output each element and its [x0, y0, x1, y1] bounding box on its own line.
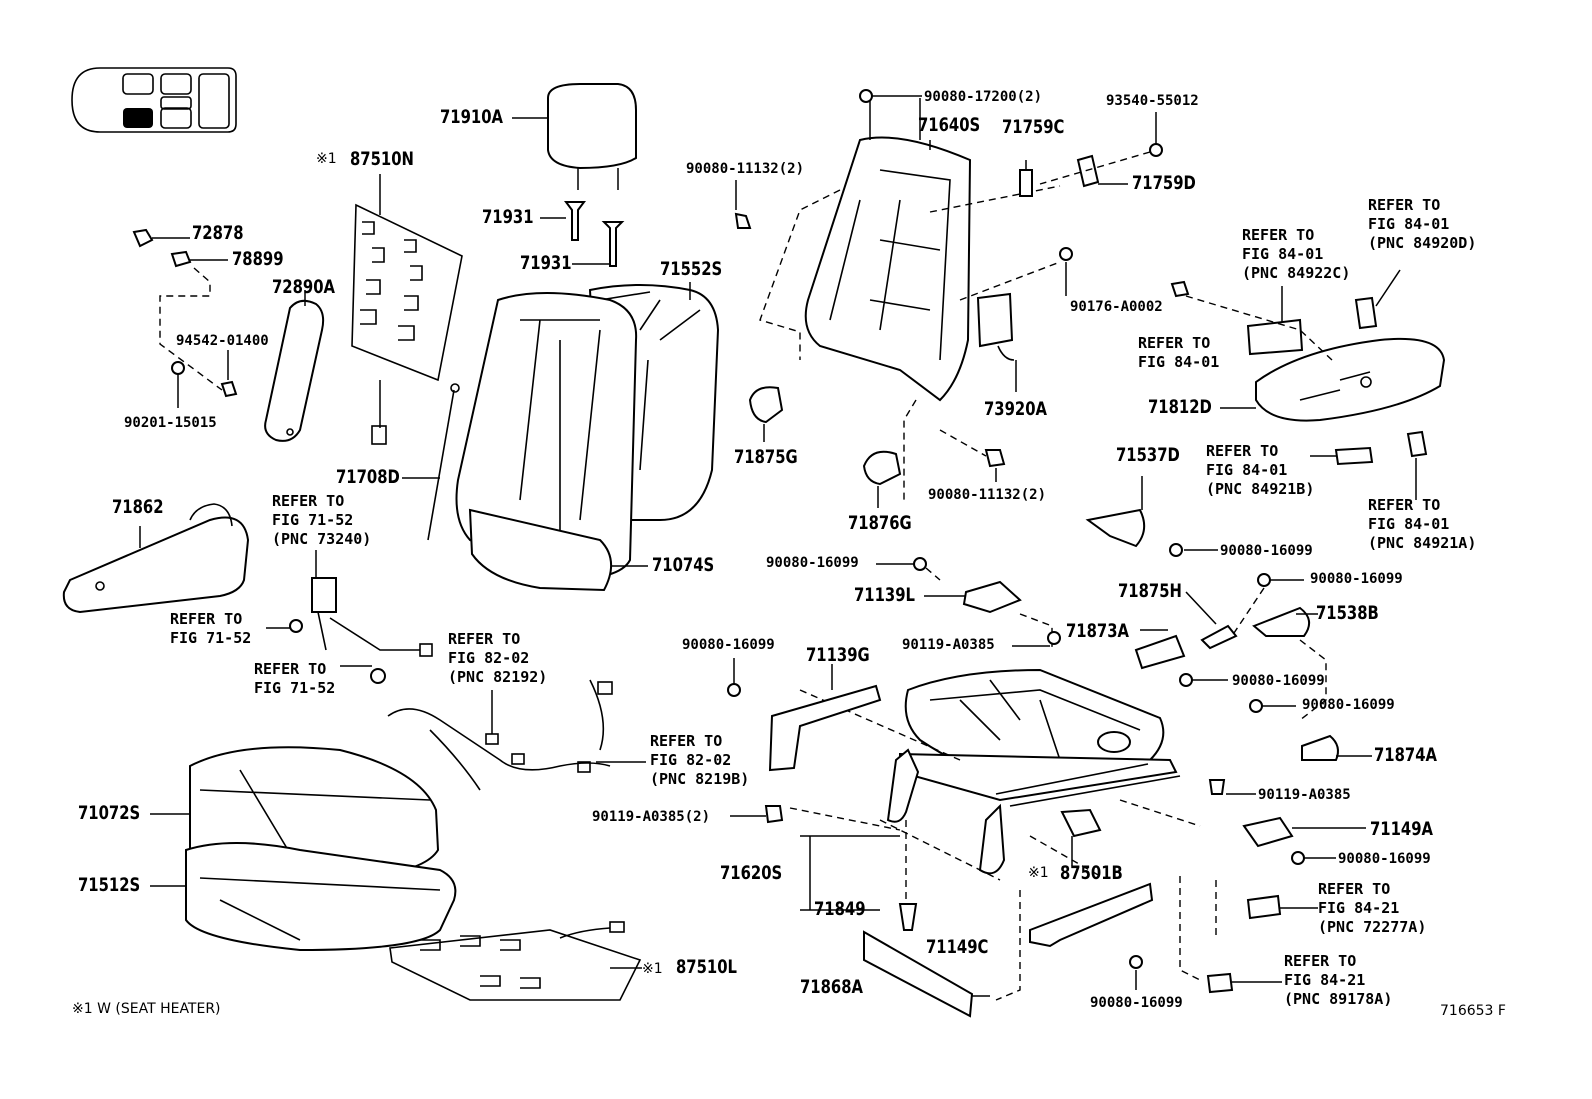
seat-sensor-part	[1060, 808, 1102, 866]
part-label-90119-A0385: 90119-A0385	[902, 637, 995, 653]
part-label-90080-16099: 90080-16099	[682, 637, 775, 653]
refer-to-fig-84-21: REFER TO FIG 84-21 (PNC 89178A)	[1284, 952, 1393, 1008]
armrest-part	[264, 290, 325, 442]
part-label-71876G: 71876G	[848, 512, 912, 534]
part-label-72890A: 72890A	[272, 276, 336, 298]
hinge-cover-part	[748, 386, 902, 508]
part-label-90080-16099: 90080-16099	[1220, 543, 1313, 559]
seat-heater-back-part	[351, 174, 463, 445]
refer-to-fig-84-01: REFER TO FIG 84-01 (PNC 84921A)	[1368, 496, 1477, 552]
refer-to-fig-84-01: REFER TO FIG 84-01 (PNC 84921B)	[1206, 442, 1315, 498]
part-label-71759D: 71759D	[1132, 172, 1196, 194]
refer-to-fig-84-21: REFER TO FIG 84-21 (PNC 72277A)	[1318, 880, 1427, 936]
part-label-87501B: 87501B	[1060, 862, 1123, 884]
part-label-90080-16099: 90080-16099	[1090, 995, 1183, 1011]
part-label-87510L: 87510L	[676, 956, 738, 978]
part-label-90080-16099: 90080-16099	[1310, 571, 1403, 587]
part-label-93540-55012: 93540-55012	[1106, 93, 1199, 109]
part-label-90176-A0002: 90176-A0002	[1070, 299, 1163, 315]
part-label-71849: 71849	[814, 898, 866, 920]
wire-harness-part	[387, 679, 646, 791]
bolt-part	[939, 429, 1006, 482]
part-label-71139L: 71139L	[854, 584, 916, 606]
bracket-part	[727, 658, 882, 772]
heater-mark: ※1	[316, 151, 337, 167]
seat-cushion-part	[150, 746, 457, 952]
part-label-71074S: 71074S	[652, 554, 715, 576]
seat-heater-cushion-part	[389, 921, 642, 1001]
part-label-78899: 78899	[232, 248, 284, 270]
fastener-group-left	[132, 228, 238, 408]
part-label-71862: 71862	[112, 496, 164, 518]
cover-part	[863, 930, 990, 1018]
seat-belt-buckle-part	[266, 550, 433, 684]
part-label-71537D: 71537D	[1116, 444, 1180, 466]
part-label-71149A: 71149A	[1370, 818, 1434, 840]
seat-position-icon	[71, 67, 237, 133]
heater-mark: ※1	[1028, 865, 1049, 881]
headrest-part	[512, 83, 637, 190]
bolt-part	[730, 805, 918, 931]
support-rod-part	[402, 383, 460, 541]
part-label-90080-16099: 90080-16099	[766, 555, 859, 571]
part-label-71931: 71931	[520, 252, 572, 274]
connector-part	[1179, 876, 1318, 994]
heater-mark: ※1	[642, 961, 663, 977]
part-label-90201-15015: 90201-15015	[124, 415, 217, 431]
part-label-71875G: 71875G	[734, 446, 798, 468]
part-label-71910A: 71910A	[440, 106, 504, 128]
footnote: ※1 W (SEAT HEATER)	[72, 1001, 221, 1017]
part-label-71873A: 71873A	[1066, 620, 1130, 642]
refer-to-fig-84-01: REFER TO FIG 84-01 (PNC 84920D)	[1368, 196, 1477, 252]
cover-part	[1242, 816, 1366, 865]
refer-to-fig-84-01: REFER TO FIG 84-01 (PNC 84922C)	[1242, 226, 1351, 282]
part-label-90080-11132: 90080-11132(2)	[928, 487, 1047, 503]
cover-part	[1012, 573, 1327, 721]
part-label-71620S: 71620S	[720, 862, 783, 884]
part-label-71812D: 71812D	[1148, 396, 1212, 418]
part-label-71874A: 71874A	[1374, 744, 1438, 766]
cover-part	[995, 882, 1154, 1001]
refer-to-fig-71-52: REFER TO FIG 71-52	[170, 610, 252, 647]
part-label-90080-16099: 90080-16099	[1232, 673, 1325, 689]
part-label-90080-17200: 90080-17200(2)	[924, 89, 1043, 105]
part-label-71875H: 71875H	[1118, 580, 1182, 602]
part-label-71072S: 71072S	[78, 802, 141, 824]
side-cover-part	[62, 503, 250, 614]
part-label-71868A: 71868A	[800, 976, 864, 998]
seatback-cover-part	[455, 282, 720, 592]
refer-to-fig-71-52: REFER TO FIG 71-52	[254, 660, 336, 697]
part-label-71149C: 71149C	[926, 936, 989, 958]
seat-adjuster-part	[789, 668, 1201, 881]
part-label-90080-11132: 90080-11132(2)	[686, 161, 805, 177]
headrest-guide-part	[540, 201, 625, 267]
part-label-71512S: 71512S	[78, 874, 141, 896]
part-label-94542-01400: 94542-01400	[176, 333, 269, 349]
part-label-90080-16099: 90080-16099	[1338, 851, 1431, 867]
part-label-71139G: 71139G	[806, 644, 870, 666]
refer-to-fig-71-52: REFER TO FIG 71-52 (PNC 73240)	[272, 492, 372, 548]
part-label-72878: 72878	[192, 222, 244, 244]
refer-to-fig-84-01: REFER TO FIG 84-01	[1138, 334, 1220, 371]
seatback-frame-part	[734, 89, 1061, 500]
refer-to-fig-82-02: REFER TO FIG 82-02 (PNC 82192)	[448, 630, 548, 686]
bracket-part	[1085, 476, 1218, 557]
part-label-71759C: 71759C	[1002, 116, 1065, 138]
bracket-part	[1208, 699, 1372, 795]
part-label-71931: 71931	[482, 206, 534, 228]
part-label-90119-A0385-2: 90119-A0385(2)	[592, 809, 711, 825]
part-label-71552S: 71552S	[660, 258, 723, 280]
refer-to-fig-82-02: REFER TO FIG 82-02 (PNC 8219B)	[650, 732, 750, 788]
part-label-90119-A0385: 90119-A0385	[1258, 787, 1351, 803]
part-label-87510N: 87510N	[350, 148, 414, 170]
part-label-73920A: 73920A	[984, 398, 1048, 420]
figure-id: 716653 F	[1440, 1003, 1506, 1019]
part-label-71538B: 71538B	[1316, 602, 1379, 624]
part-label-71640S: 71640S	[918, 114, 981, 136]
part-label-90080-16099: 90080-16099	[1302, 697, 1395, 713]
part-label-71708D: 71708D	[336, 466, 400, 488]
lumbar-support-part	[976, 112, 1163, 392]
side-shield-part	[1170, 269, 1446, 500]
